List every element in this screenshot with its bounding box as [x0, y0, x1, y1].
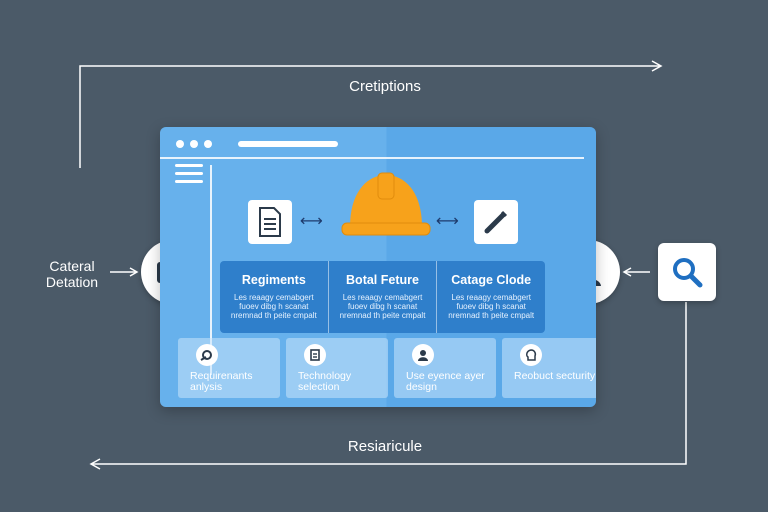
card-label: Requirenants anlysis	[190, 370, 253, 393]
card-requirements[interactable]: Requirenants anlysis	[178, 338, 280, 398]
sidebar-divider	[210, 165, 212, 375]
bottom-label: Resiaricule	[347, 438, 423, 455]
info-body: Les reaagy cemabgert fuoev dibg h scanat…	[339, 293, 426, 320]
card-security[interactable]: Reobuct secturity	[502, 338, 596, 398]
document-tile[interactable]	[248, 200, 292, 244]
info-column: Botal Feture Les reaagy cemabgert fuoev …	[329, 261, 438, 333]
search-node[interactable]	[658, 243, 716, 301]
head-icon	[520, 344, 542, 366]
info-column: Catage Clode Les reaagy cemabgert fuoev …	[437, 261, 545, 333]
window-dot[interactable]	[204, 140, 212, 148]
search-icon	[673, 258, 703, 288]
info-body: Les reaagy cemabgert fuoev dibg h scanat…	[448, 293, 535, 320]
info-title: Botal Feture	[346, 273, 419, 287]
card-technology[interactable]: Technology selection	[286, 338, 388, 398]
card-label: Reobuct secturity	[514, 370, 596, 382]
double-arrow-icon: ⟷	[300, 213, 323, 230]
window-dots	[176, 140, 212, 148]
header-divider	[160, 157, 584, 159]
app-window: ⟷ ⟷ Regiments Les reaagy cemabgert fuoev…	[160, 127, 596, 407]
info-body: Les reaagy cemabgert fuoev dibg h scanat…	[230, 293, 317, 320]
info-title: Catage Clode	[451, 273, 532, 287]
card-user-experience[interactable]: Use eyence ayer design	[394, 338, 496, 398]
top-label: Cretiptions	[349, 78, 421, 95]
info-column: Regiments Les reaagy cemabgert fuoev dib…	[220, 261, 329, 333]
menu-icon[interactable]	[175, 164, 203, 188]
left-label: Cateral Detation	[45, 258, 99, 290]
user-icon	[412, 344, 434, 366]
card-row: Requirenants anlysis Technology selectio…	[178, 338, 596, 398]
card-label: Use eyence ayer design	[406, 370, 485, 393]
double-arrow-icon: ⟷	[436, 213, 459, 230]
card-label: Technology selection	[298, 370, 352, 393]
info-panel: Regiments Les reaagy cemabgert fuoev dib…	[220, 261, 545, 333]
document-icon	[259, 207, 281, 237]
pen-tile[interactable]	[474, 200, 518, 244]
gear-hand-icon	[196, 344, 218, 366]
window-dot[interactable]	[176, 140, 184, 148]
pen-icon	[484, 210, 508, 234]
document-icon	[304, 344, 326, 366]
title-bar	[238, 141, 338, 147]
window-dot[interactable]	[190, 140, 198, 148]
info-title: Regiments	[241, 273, 306, 287]
helmet-icon	[341, 172, 431, 236]
